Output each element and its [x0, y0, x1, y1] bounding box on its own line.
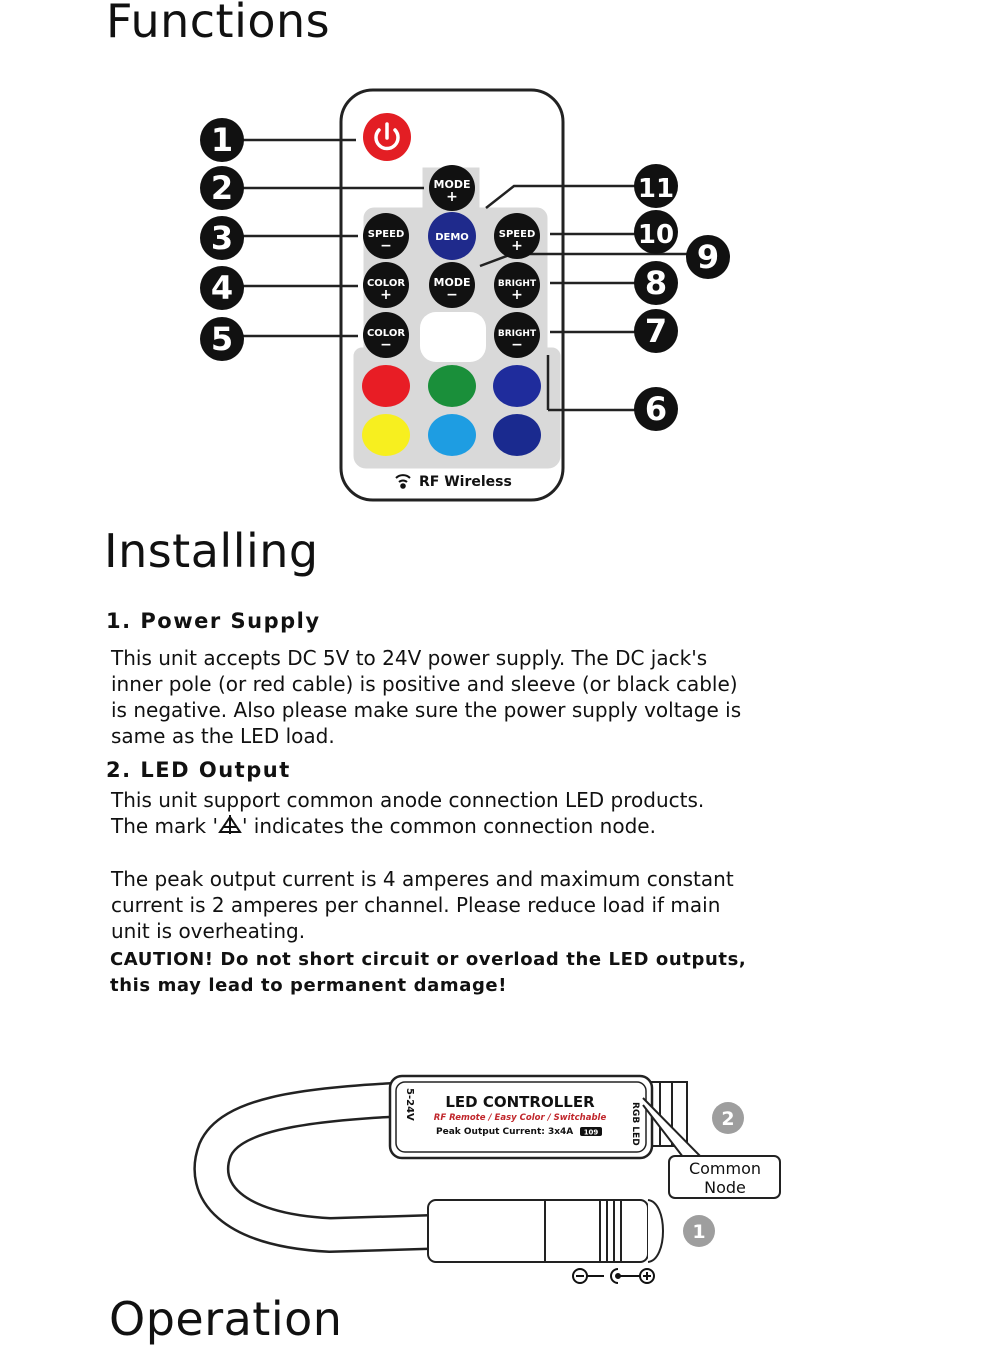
callout-3-label: 3	[211, 219, 233, 257]
text-fragment: The mark '	[111, 814, 218, 838]
color-key-6[interactable]	[493, 414, 541, 456]
svg-text:+: +	[380, 287, 392, 303]
functions-title: Functions	[106, 0, 331, 48]
color-key-1[interactable]	[362, 365, 410, 407]
callout-4-circle	[200, 266, 244, 310]
controller-voltage: 5-24V	[404, 1088, 415, 1121]
caution-text: CAUTION! Do not short circuit or overloa…	[110, 947, 746, 999]
current-text: The peak output current is 4 amperes and…	[111, 866, 734, 944]
text-line: is negative. Also please make sure the p…	[111, 698, 742, 722]
text-line: unit is overheating.	[111, 919, 306, 943]
callout-2-label: 2	[211, 169, 233, 207]
controller-rgb: RGB LED	[630, 1102, 640, 1146]
svg-text:SPEED: SPEED	[499, 229, 536, 240]
svg-text:−: −	[446, 287, 458, 303]
svg-text:BRIGHT: BRIGHT	[498, 279, 537, 289]
receiver-window	[428, 314, 476, 358]
controller-title: LED CONTROLLER	[445, 1093, 595, 1111]
common-node-mark-icon	[218, 815, 242, 834]
color-plus-button[interactable]: COLOR +	[363, 262, 409, 308]
operation-title: Operation	[109, 1292, 343, 1346]
callout-7-circle	[634, 309, 678, 353]
color-key-5[interactable]	[428, 414, 476, 456]
color-minus-button[interactable]: COLOR −	[363, 312, 409, 358]
mode-plus-button[interactable]: MODE +	[429, 165, 475, 211]
controller-diagram: LED CONTROLLER RF Remote / Easy Color / …	[193, 1074, 781, 1284]
callout-11-circle	[634, 164, 678, 208]
callout-7-label: 7	[645, 312, 667, 350]
callout-10-label: 10	[638, 220, 674, 250]
marker-1-label: 1	[692, 1221, 705, 1243]
svg-text:SPEED: SPEED	[368, 229, 405, 240]
speed-plus-button[interactable]: SPEED +	[494, 213, 540, 259]
wifi-icon	[395, 474, 411, 489]
color-key-4[interactable]	[362, 414, 410, 456]
speed-minus-button[interactable]: SPEED −	[363, 213, 409, 259]
color-key-2[interactable]	[428, 365, 476, 407]
svg-text:+: +	[511, 238, 523, 254]
color-key-3[interactable]	[493, 365, 541, 407]
callout-9-circle	[686, 235, 730, 279]
mode-minus-button[interactable]: MODE −	[429, 262, 475, 308]
svg-text:COLOR: COLOR	[367, 328, 405, 339]
controller-peak: Peak Output Current: 3x4A	[436, 1127, 573, 1137]
marker-1-icon	[683, 1215, 715, 1247]
bright-minus-button[interactable]: BRIGHT −	[494, 312, 540, 358]
text-line: inner pole (or red cable) is positive an…	[111, 672, 738, 696]
svg-text:BRIGHT: BRIGHT	[498, 329, 537, 339]
svg-text:−: −	[380, 337, 392, 353]
callout-5-label: 5	[211, 320, 233, 358]
text-line: current is 2 amperes per channel. Please…	[111, 893, 721, 917]
power-supply-text: This unit accepts DC 5V to 24V power sup…	[111, 645, 741, 749]
callout-1-label: 1	[211, 121, 233, 159]
callout-4-label: 4	[211, 269, 233, 307]
bright-plus-button[interactable]: BRIGHT +	[494, 262, 540, 308]
marker-2-label: 2	[721, 1108, 734, 1130]
svg-text:COLOR: COLOR	[367, 278, 405, 289]
power-icon	[374, 122, 400, 151]
common-node-label: Node	[704, 1178, 746, 1197]
callout-8-circle	[634, 261, 678, 305]
text-fragment: ' indicates the common connection node.	[241, 814, 656, 838]
text-line: this may lead to permanent damage!	[110, 975, 508, 996]
svg-text:MODE: MODE	[434, 178, 471, 191]
common-node-label: Common	[689, 1159, 761, 1178]
text-line: This unit accepts DC 5V to 24V power sup…	[111, 646, 708, 670]
controller-subtitle: RF Remote / Easy Color / Switchable	[434, 1113, 607, 1123]
polarity-icon	[572, 1268, 655, 1284]
callout-10-circle	[634, 210, 678, 254]
svg-text:+: +	[511, 287, 523, 303]
callout-1-circle	[200, 118, 244, 162]
callout-3-circle	[200, 216, 244, 260]
callout-2-circle	[200, 166, 244, 210]
callout-8-label: 8	[645, 264, 667, 302]
text-line: CAUTION! Do not short circuit or overloa…	[110, 949, 747, 970]
remote-diagram: MODE + SPEED − DEMO SPEED + COLOR + MODE…	[200, 88, 730, 502]
svg-text:−: −	[511, 337, 523, 353]
callout-11-label: 11	[638, 174, 674, 204]
svg-text:DEMO: DEMO	[435, 232, 469, 243]
text-line: The mark ' ' indicates the common connect…	[111, 813, 704, 839]
svg-text:MODE: MODE	[434, 276, 471, 289]
svg-text:+: +	[446, 189, 458, 205]
callout-5-circle	[200, 317, 244, 361]
controller-badge: 109	[584, 1129, 599, 1137]
text-line: same as the LED load.	[111, 724, 335, 748]
rf-wireless-label: RF Wireless	[419, 474, 512, 490]
installing-title: Installing	[104, 524, 319, 578]
dc-jack	[427, 1199, 664, 1263]
text-line: The peak output current is 4 amperes and…	[111, 867, 734, 891]
svg-text:−: −	[380, 238, 392, 254]
callout-9-label: 9	[697, 238, 719, 276]
power-supply-heading: 1. Power Supply	[106, 609, 321, 633]
led-output-heading: 2. LED Output	[106, 758, 291, 782]
demo-button[interactable]: DEMO	[428, 212, 476, 260]
led-output-text: This unit support common anode connectio…	[111, 787, 704, 839]
text-line: This unit support common anode connectio…	[111, 788, 705, 812]
callout-6-circle	[634, 387, 678, 431]
callout-6-label: 6	[645, 390, 667, 428]
marker-2-icon	[712, 1102, 744, 1134]
common-node-box	[668, 1155, 781, 1199]
